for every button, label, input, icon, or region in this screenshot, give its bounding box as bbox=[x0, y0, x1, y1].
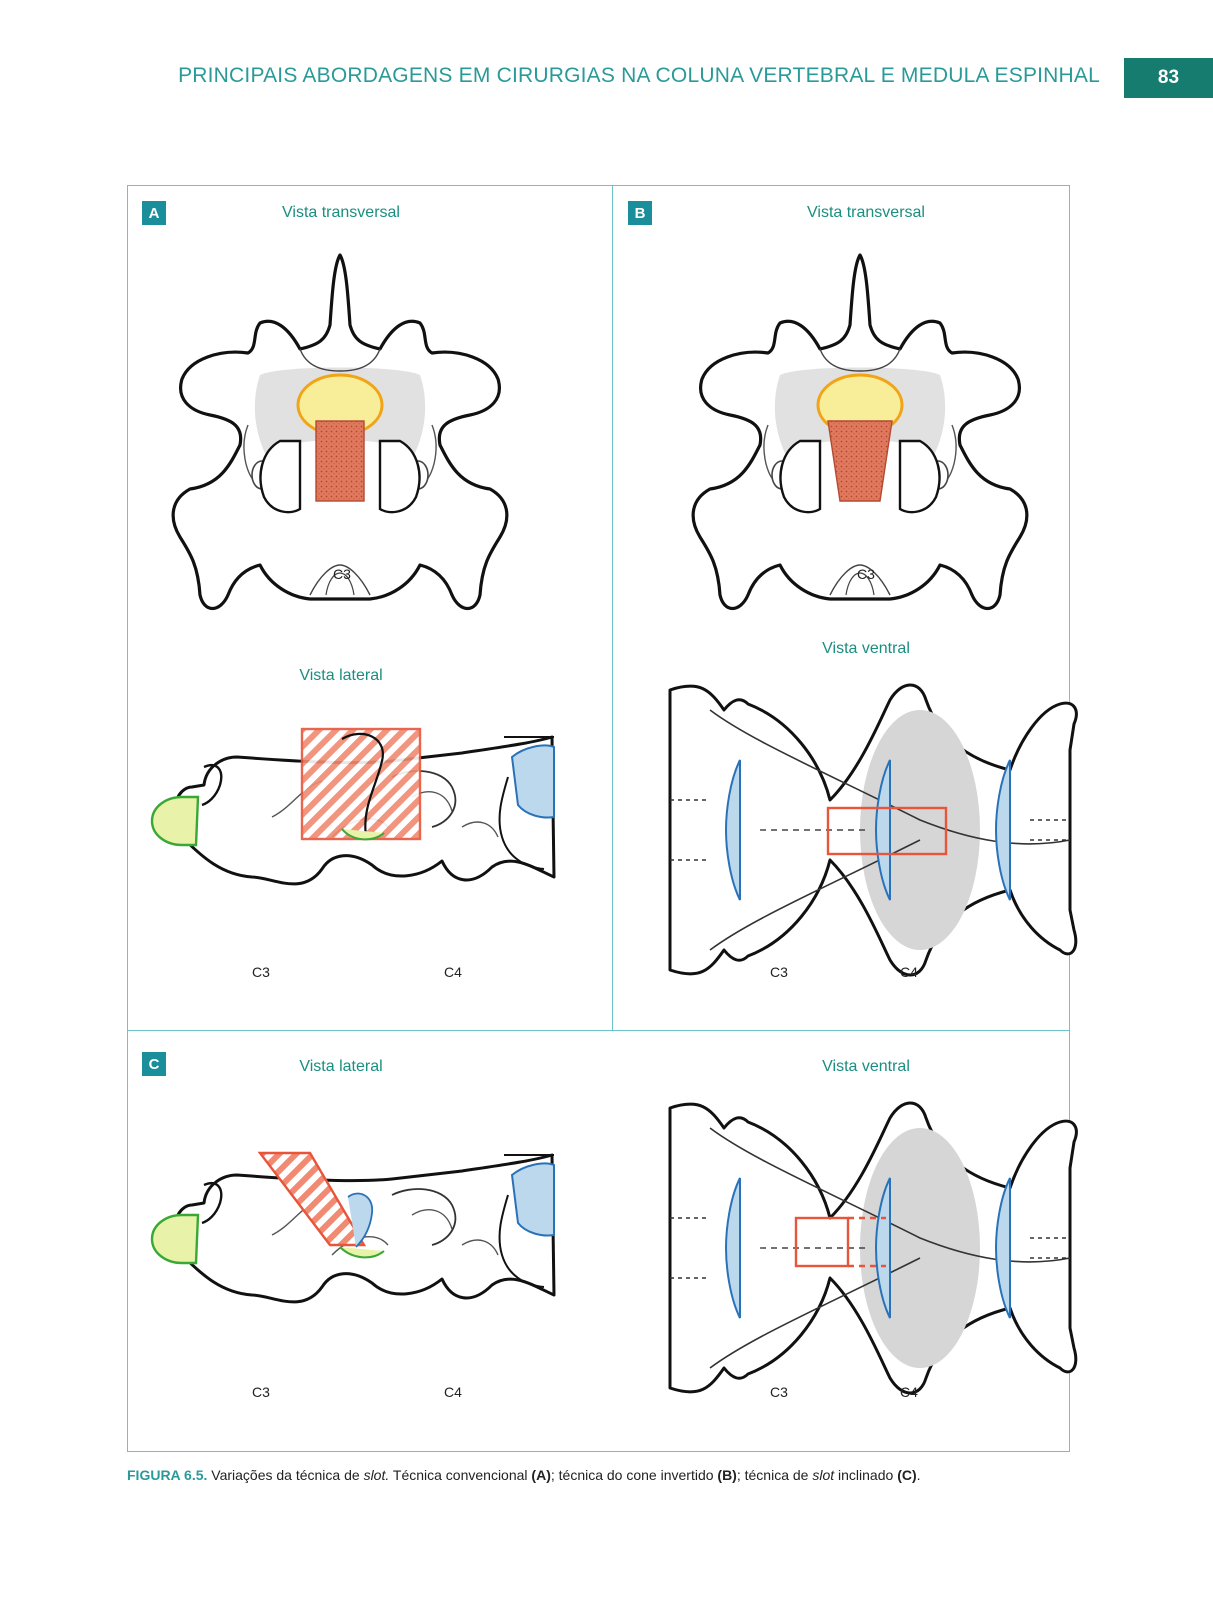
running-head: PRINCIPAIS ABORDAGENS EM CIRURGIAS NA CO… bbox=[178, 64, 1100, 87]
panel-c-lateral-view bbox=[150, 1151, 556, 1304]
panel-c-badge: C bbox=[142, 1052, 166, 1076]
figure-caption: FIGURA 6.5. Variações da técnica de slot… bbox=[127, 1467, 1087, 1483]
panel-b-ventral-label-c3: C3 bbox=[770, 964, 788, 980]
panel-c-lateral-title: Vista lateral bbox=[299, 1058, 383, 1075]
caption-ref-b: (B) bbox=[717, 1467, 737, 1483]
caption-text: . bbox=[916, 1467, 921, 1483]
panel-c-ventral-view bbox=[668, 1101, 1078, 1395]
panel-b-transverse-vertebra bbox=[691, 253, 1029, 611]
panel-divider-vertical bbox=[612, 185, 613, 1030]
page-number: 83 bbox=[1124, 58, 1213, 98]
caption-italic: slot bbox=[812, 1467, 835, 1483]
caption-italic: slot. bbox=[363, 1467, 390, 1483]
panel-b-ventral-label-c4: C4 bbox=[900, 964, 918, 980]
panel-b-ventral-title: Vista ventral bbox=[822, 640, 910, 657]
panel-a-slot bbox=[315, 420, 365, 502]
panel-c-ventral-title: Vista ventral bbox=[822, 1058, 910, 1075]
caption-ref-c: (C) bbox=[897, 1467, 917, 1483]
panel-c-ventral-label-c3: C3 bbox=[770, 1384, 788, 1400]
panel-divider-horizontal bbox=[127, 1030, 1070, 1031]
panel-a-badge: A bbox=[142, 201, 166, 225]
caption-text: ; técnica do cone invertido bbox=[550, 1467, 718, 1483]
caption-text: inclinado bbox=[834, 1467, 898, 1483]
panel-b-ventral-slot bbox=[826, 806, 948, 856]
panel-b-inverted-cone-slot bbox=[827, 420, 893, 502]
panel-c-ventral-slot bbox=[794, 1216, 850, 1268]
caption-ref-a: (A) bbox=[531, 1467, 551, 1483]
panel-c-lateral-label-c3: C3 bbox=[252, 1384, 270, 1400]
panel-c-ventral-label-c4: C4 bbox=[900, 1384, 918, 1400]
panel-a-transverse-label: C3 bbox=[333, 566, 351, 582]
panel-a-lateral-label-c4: C4 bbox=[444, 964, 462, 980]
caption-text: Técnica convencional bbox=[389, 1467, 532, 1483]
panel-c-inclined-slot bbox=[257, 1151, 367, 1247]
panel-a-lateral-title: Vista lateral bbox=[299, 667, 383, 684]
figure-number: FIGURA 6.5. bbox=[127, 1467, 208, 1483]
panel-a-lateral-label-c3: C3 bbox=[252, 964, 270, 980]
caption-text: ; técnica de bbox=[736, 1467, 813, 1483]
caption-text: Variações da técnica de bbox=[207, 1467, 364, 1483]
panel-b-transverse-title: Vista transversal bbox=[807, 204, 925, 221]
panel-a-lateral-slot bbox=[300, 727, 422, 841]
panel-a-transverse-title: Vista transversal bbox=[282, 204, 400, 221]
panel-c-lateral-label-c4: C4 bbox=[444, 1384, 462, 1400]
panel-a-transverse-vertebra bbox=[171, 253, 509, 611]
panel-a-lateral-view bbox=[150, 727, 556, 886]
panel-b-transverse-label: C3 bbox=[857, 566, 875, 582]
panel-b-badge: B bbox=[628, 201, 652, 225]
panel-b-ventral-view bbox=[668, 683, 1078, 977]
